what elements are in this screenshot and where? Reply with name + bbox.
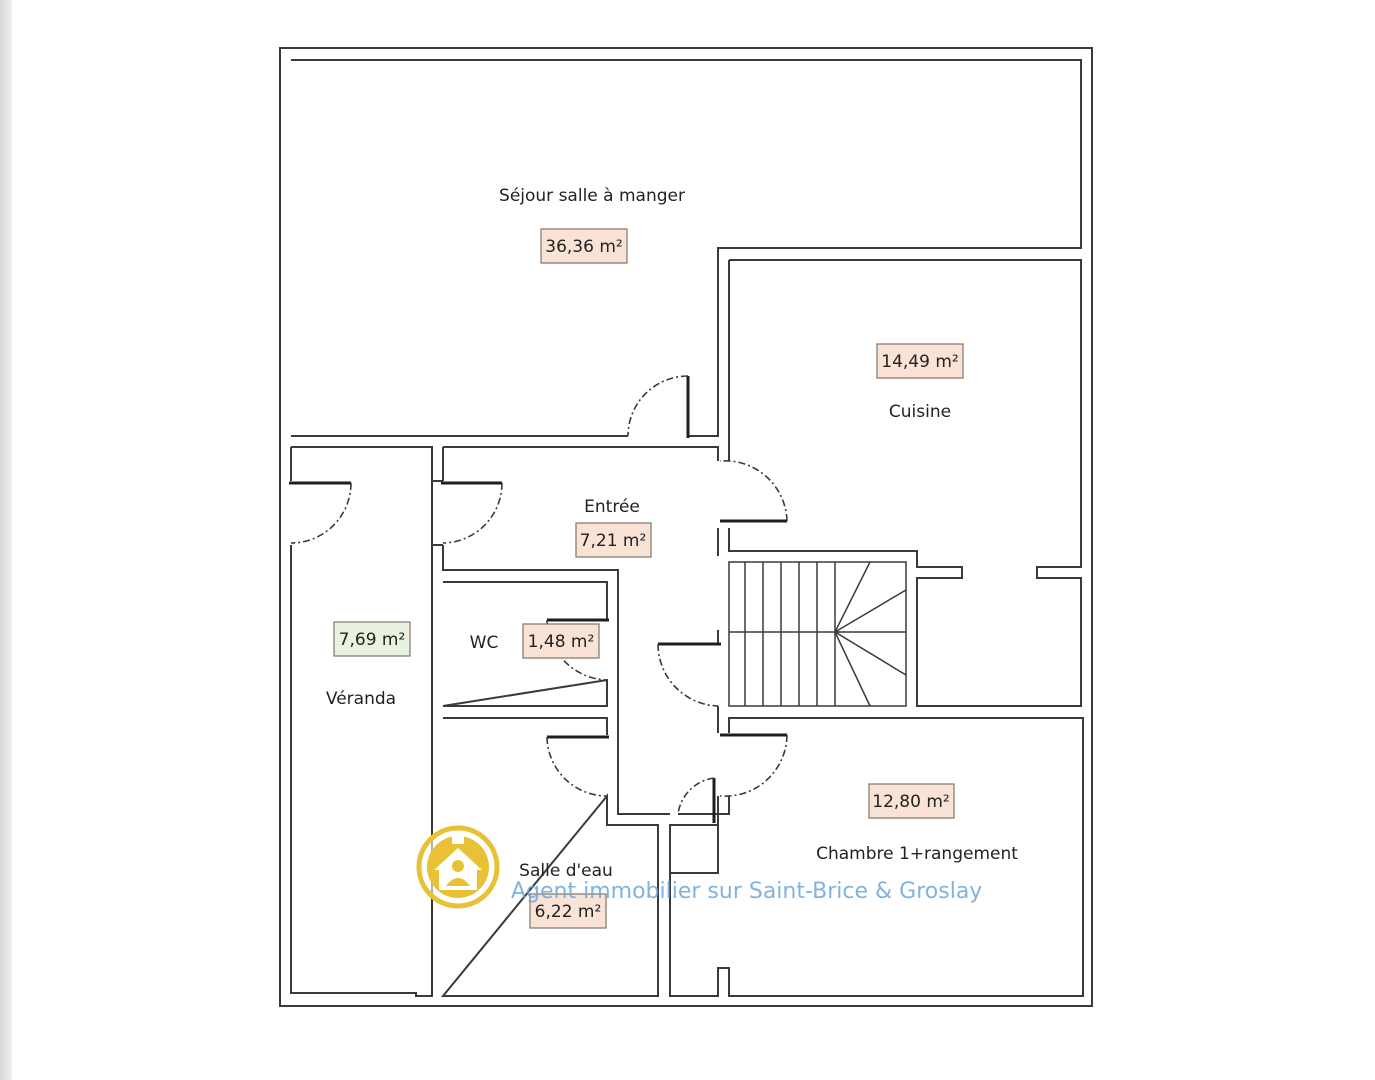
area-tag-sejour: 36,36 m² bbox=[540, 228, 628, 264]
area-value: 1,48 m² bbox=[528, 632, 595, 652]
watermark-text: Agent immobilier sur Saint-Brice & Grosl… bbox=[511, 879, 982, 904]
area-tag-chambre: 12,80 m² bbox=[868, 783, 955, 819]
veranda-wall bbox=[290, 446, 433, 997]
room-name-entree: Entrée bbox=[584, 497, 640, 517]
area-value: 7,69 m² bbox=[339, 630, 406, 650]
room-name-salle-eau: Salle d'eau bbox=[519, 861, 613, 881]
sejour-wall bbox=[291, 59, 1082, 437]
door-entree-stair bbox=[657, 642, 721, 707]
outer-wall bbox=[279, 47, 1093, 1007]
door-entree-west bbox=[441, 481, 503, 544]
closet bbox=[669, 824, 719, 874]
cuisine-wall bbox=[728, 259, 1082, 707]
staircase bbox=[728, 561, 907, 707]
area-value: 7,21 m² bbox=[580, 531, 647, 551]
area-tag-veranda: 7,69 m² bbox=[333, 621, 411, 657]
room-name-veranda: Véranda bbox=[326, 689, 396, 709]
door-sejour bbox=[627, 375, 690, 438]
area-tag-salle-eau: 6,22 m² bbox=[529, 893, 607, 929]
room-name-sejour: Séjour salle à manger bbox=[499, 186, 685, 206]
page-edge-shadow bbox=[0, 0, 12, 1080]
area-value: 12,80 m² bbox=[872, 792, 949, 812]
room-name-cuisine: Cuisine bbox=[889, 402, 951, 422]
wc-wall bbox=[442, 581, 608, 707]
area-value: 6,22 m² bbox=[535, 902, 602, 922]
area-value: 36,36 m² bbox=[545, 237, 622, 257]
watermark-logo bbox=[416, 825, 500, 909]
area-tag-cuisine: 14,49 m² bbox=[876, 343, 964, 379]
salle-eau-wall bbox=[440, 717, 659, 997]
door-salle-eau bbox=[546, 735, 609, 797]
area-tag-entree: 7,21 m² bbox=[575, 522, 652, 558]
area-value: 14,49 m² bbox=[881, 352, 958, 372]
door-closet bbox=[677, 777, 716, 823]
room-name-chambre: Chambre 1+rangement bbox=[816, 844, 1018, 864]
house-person-icon bbox=[434, 834, 482, 890]
room-name-wc: WC bbox=[470, 633, 499, 653]
door-chambre bbox=[719, 733, 788, 797]
door-veranda bbox=[289, 481, 352, 544]
area-tag-wc: 1,48 m² bbox=[522, 623, 600, 659]
door-cuisine bbox=[719, 460, 788, 523]
